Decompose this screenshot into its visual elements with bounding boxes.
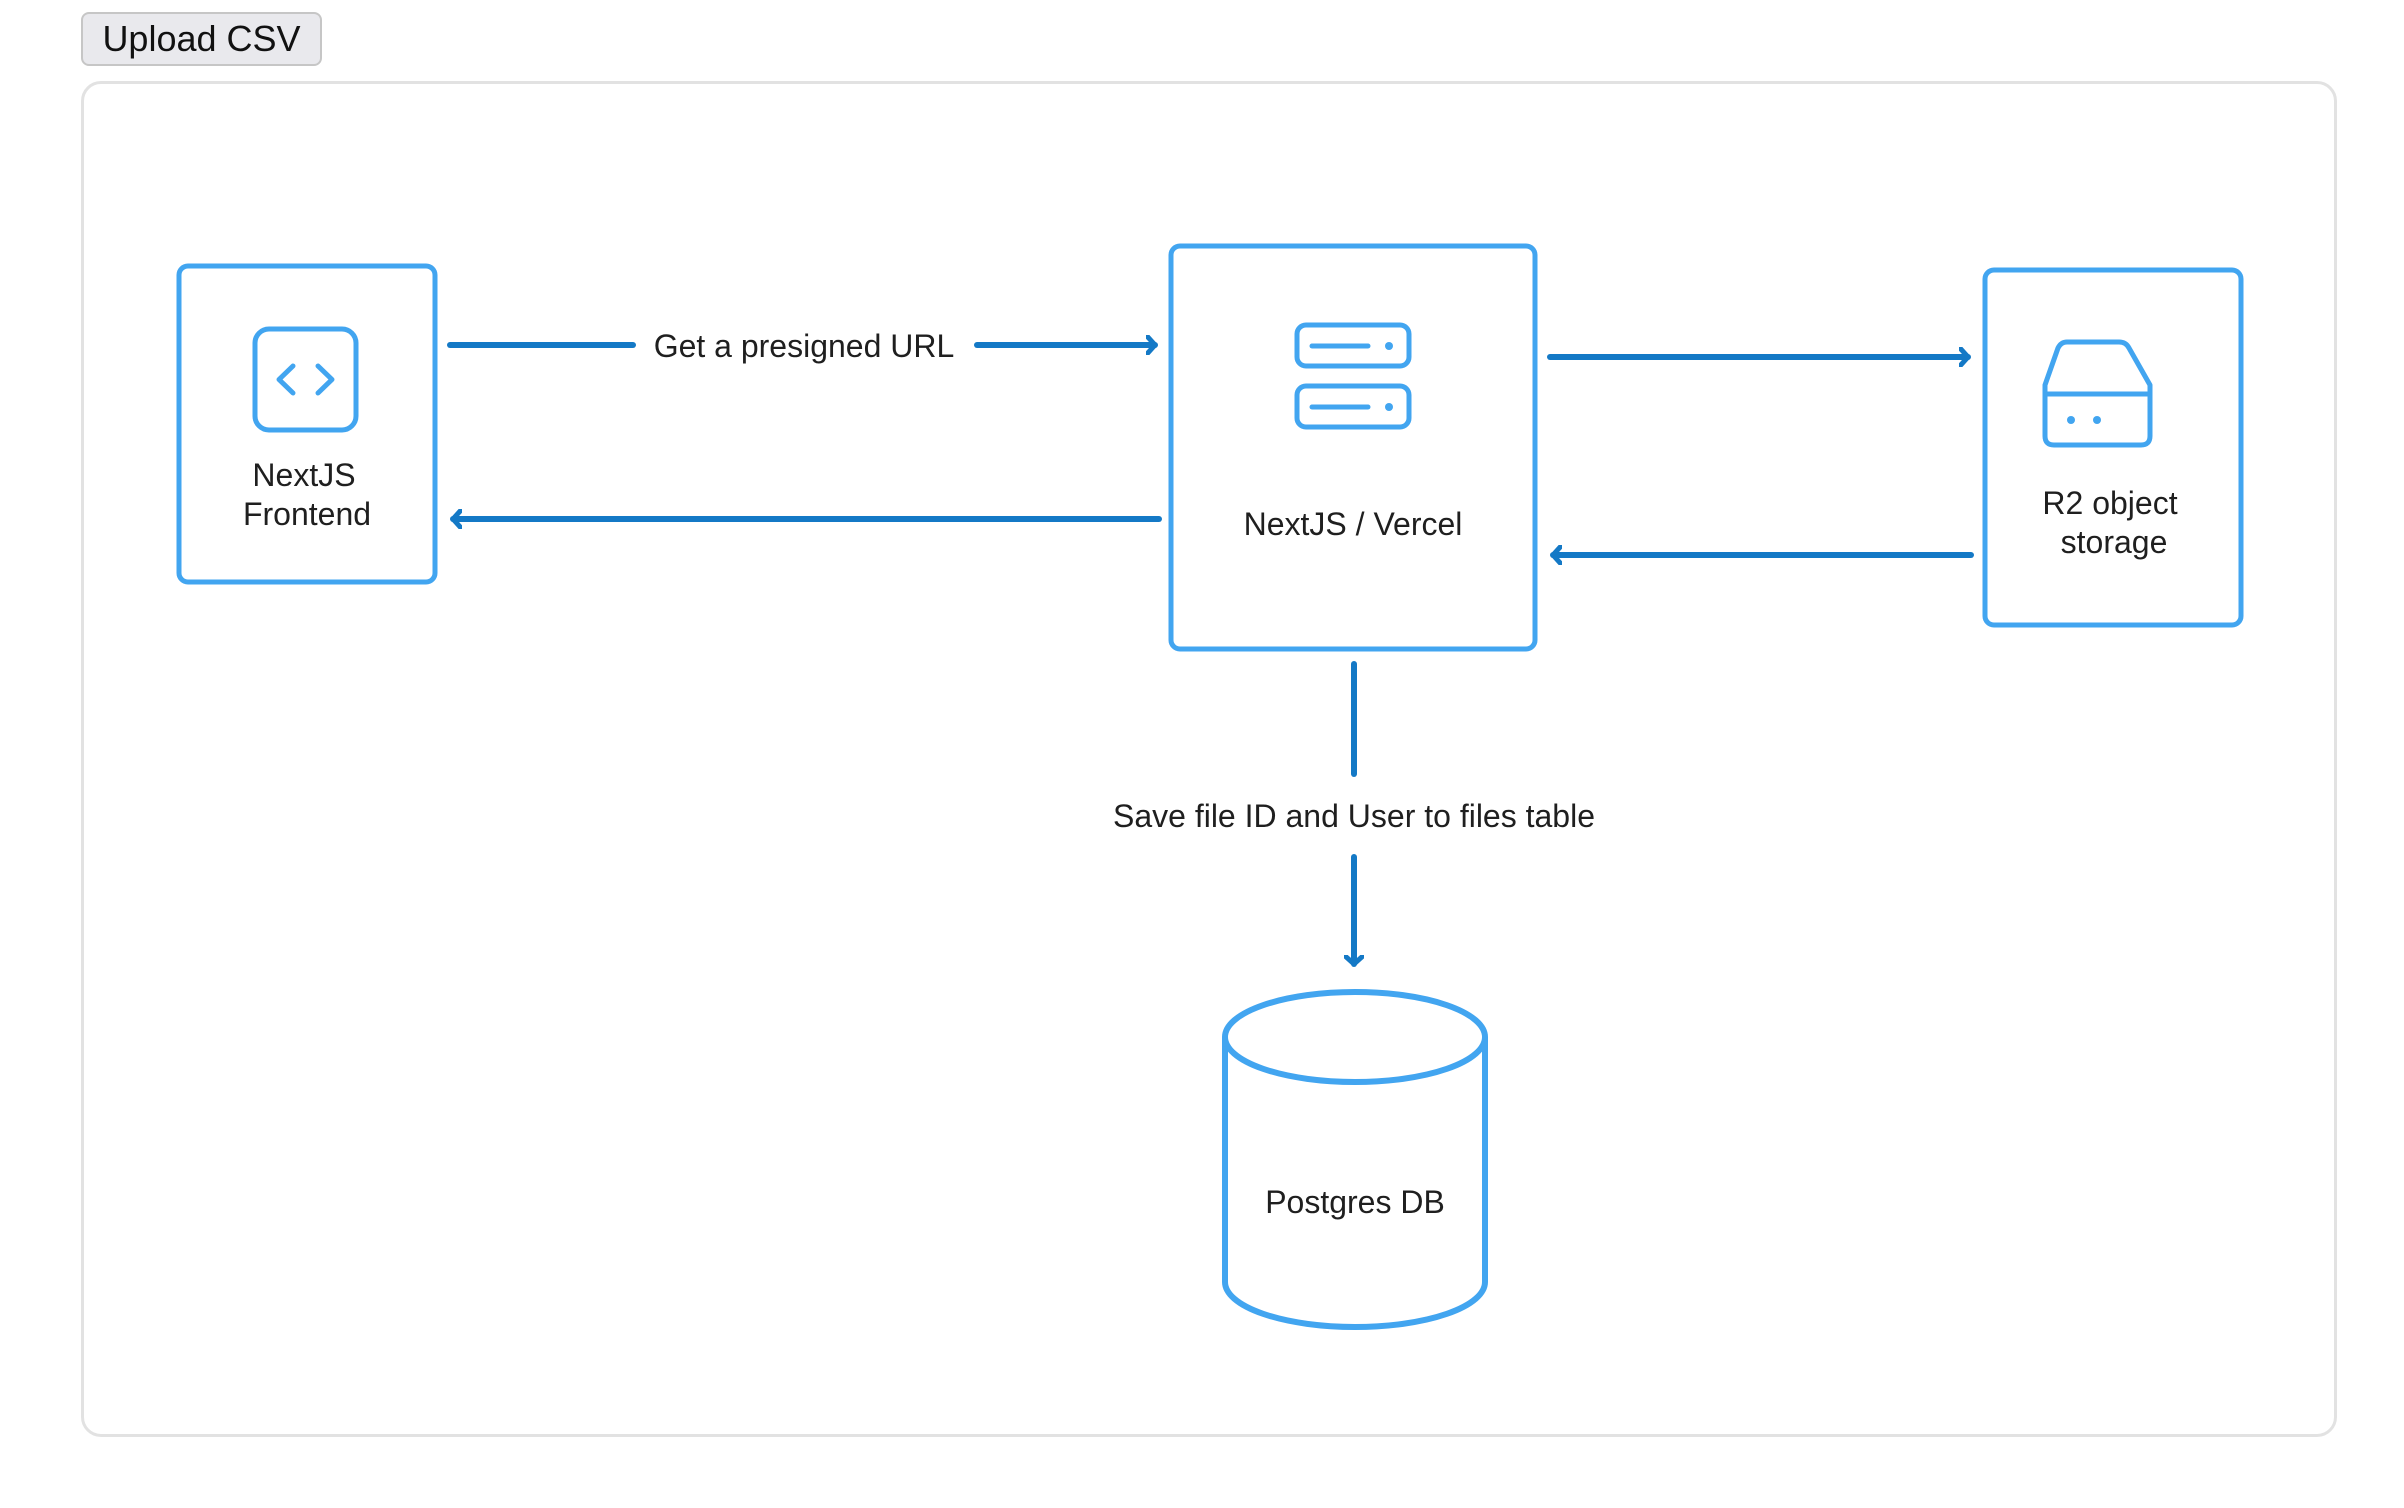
server-icon — [1294, 322, 1412, 430]
database-label: Postgres DB — [1265, 1184, 1445, 1220]
presign-request-label: Get a presigned URL — [654, 328, 955, 364]
frontend-box — [176, 263, 438, 585]
frontend-label-line2: Frontend — [243, 496, 371, 532]
storage-label-line2: storage — [2061, 524, 2168, 560]
edge-presign-request: Get a presigned URL — [447, 328, 1158, 364]
storage-node[interactable]: R2 object storage — [1982, 267, 2244, 628]
server-node[interactable]: NextJS / Vercel — [1168, 243, 1538, 652]
frontend-node[interactable]: NextJS Frontend — [176, 263, 438, 585]
database-cylinder-icon — [1222, 989, 1488, 1330]
storage-drive-icon — [2042, 339, 2153, 448]
database-node[interactable]: Postgres DB — [1222, 989, 1488, 1330]
edge-save-record: Save file ID and User to files table — [1113, 661, 1595, 967]
frontend-label-line1: NextJS — [252, 457, 355, 493]
upload-csv-button[interactable]: Upload CSV — [81, 12, 322, 66]
storage-label-line1: R2 object — [2042, 485, 2177, 521]
code-brackets-icon — [252, 326, 359, 433]
server-label: NextJS / Vercel — [1244, 506, 1463, 542]
save-record-label: Save file ID and User to files table — [1113, 798, 1595, 834]
server-box — [1168, 243, 1538, 652]
